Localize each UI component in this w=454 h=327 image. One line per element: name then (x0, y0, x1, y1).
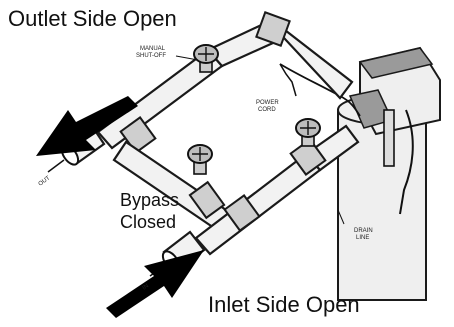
bypass-label-line1: Bypass (120, 190, 179, 210)
manual-label-line1: MANUAL (140, 46, 166, 52)
drain-label-line2: LINE (356, 235, 369, 241)
power-label-line2: CORD (258, 107, 276, 113)
inlet-valve-handle (296, 119, 320, 146)
inlet-arrow (106, 250, 204, 318)
power-label-line1: POWER (256, 100, 279, 106)
inlet-pipe-run (196, 126, 358, 254)
drain-fitting (384, 110, 394, 166)
manual-label-line2: SHUT-OFF (136, 53, 166, 59)
bypass-label-line2: Closed (120, 212, 176, 232)
bypass-valve-handle (188, 145, 212, 174)
out-tag: OUT (38, 175, 52, 187)
inlet-label: Inlet Side Open (208, 292, 360, 317)
drain-label-line1: DRAIN (354, 228, 373, 234)
outlet-label: Outlet Side Open (8, 6, 177, 31)
